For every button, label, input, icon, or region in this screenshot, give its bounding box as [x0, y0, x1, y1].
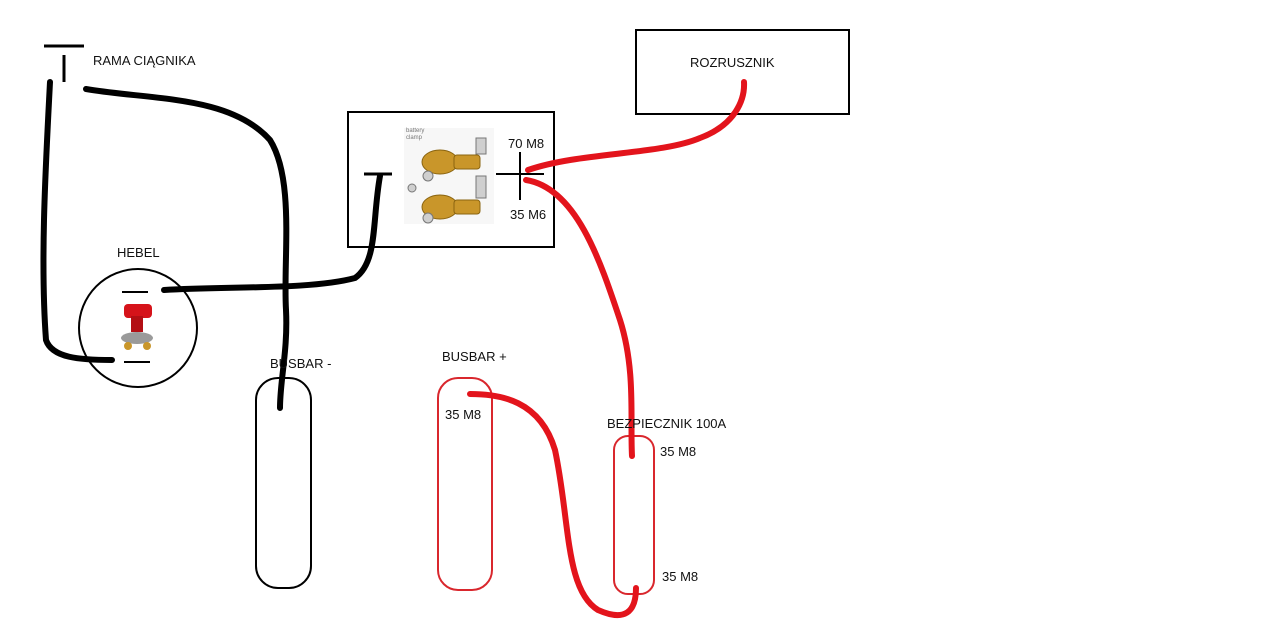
- battery-disconnect-switch-icon: [121, 291, 153, 363]
- wire-ground-to-switch: [40, 79, 115, 363]
- busbar-plus: [437, 377, 493, 591]
- frame-label: RAMA CIĄGNIKA: [93, 53, 196, 68]
- positive-wires: [467, 79, 748, 618]
- wire-busbar-plus-to-fuse: [467, 391, 639, 618]
- ground-symbol-icon: [44, 44, 84, 82]
- fuse-top-terminal-label: 35 M8: [660, 444, 697, 459]
- wire-battery-plus-to-fuse: [523, 177, 635, 459]
- switch-circle: [78, 268, 198, 388]
- starter-box: [635, 29, 850, 115]
- clamp-photo-caption: battery clamp: [406, 128, 425, 141]
- wire-switch-to-battery-minus: [161, 173, 383, 293]
- busbar-plus-label: BUSBAR +: [442, 349, 507, 364]
- busbar-minus: [255, 377, 312, 589]
- wire-battery-plus-to-starter: [525, 79, 748, 173]
- clamp-bottom-label: 35 M6: [510, 207, 547, 222]
- battery-clamp-photo-icon: [404, 128, 494, 224]
- wire-ground-to-busbar-minus: [83, 86, 290, 411]
- fuse-label: BEZPIECZNIK 100A: [607, 416, 727, 431]
- fuse-body: [613, 435, 655, 595]
- starter-label: ROZRUSZNIK: [690, 55, 775, 70]
- switch-label: HEBEL: [117, 245, 160, 260]
- busbar-plus-terminal-label: 35 M8: [445, 407, 482, 422]
- fuse-bottom-terminal-label: 35 M8: [662, 569, 699, 584]
- clamp-top-label: 70 M8: [508, 136, 545, 151]
- negative-wires: [40, 79, 383, 411]
- busbar-minus-label: BUSBAR -: [270, 356, 332, 371]
- battery-box: [347, 111, 555, 248]
- plus-terminal-icon: [496, 152, 544, 200]
